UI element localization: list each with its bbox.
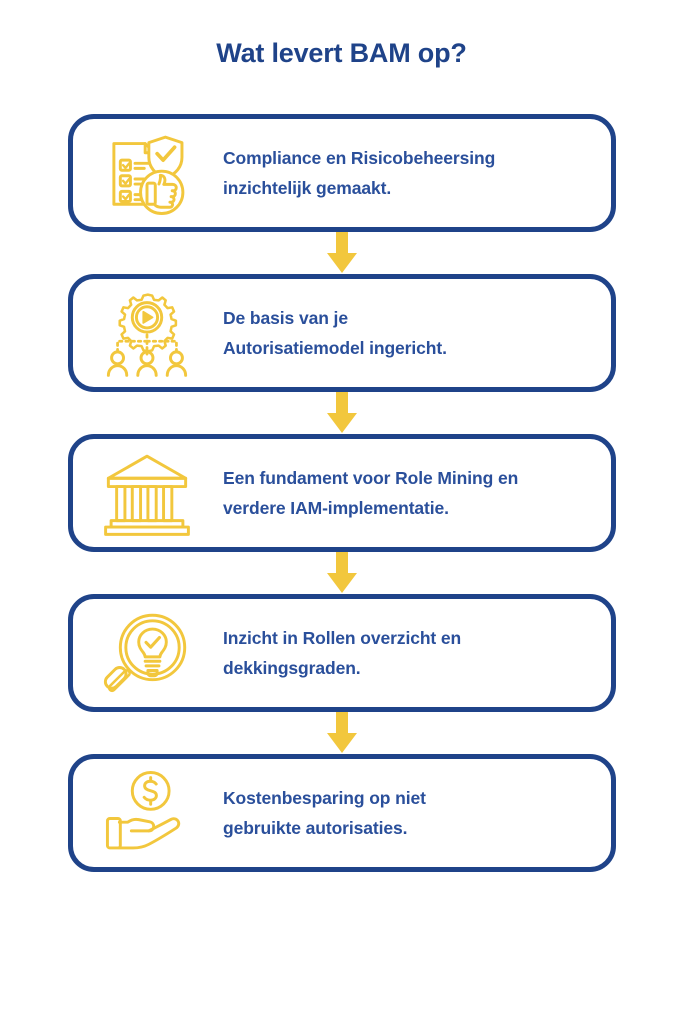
- benefit-card-5-text: Kostenbesparing op niet gebruikte autori…: [223, 783, 611, 843]
- benefit-card-2-text: De basis van je Autorisatiemodel ingeric…: [223, 303, 611, 363]
- benefit-card-5-line1: Kostenbesparing op niet: [223, 788, 426, 808]
- benefit-card-4-text: Inzicht in Rollen overzicht en dekkingsg…: [223, 623, 611, 683]
- benefit-card-5-line2: gebruikte autorisaties.: [223, 818, 408, 838]
- down-arrow-icon-3: [68, 552, 616, 594]
- benefit-card-3-line2: verdere IAM-implementatie.: [223, 498, 449, 518]
- benefit-card-4-line2: dekkingsgraden.: [223, 658, 361, 678]
- checklist-shield-thumbsup-icon: [99, 125, 195, 221]
- page-title: Wat levert BAM op?: [216, 38, 467, 68]
- down-arrow-icon: [327, 392, 357, 433]
- benefit-card-5[interactable]: Kostenbesparing op niet gebruikte autori…: [68, 754, 616, 872]
- benefit-card-2-line1: De basis van je: [223, 308, 348, 328]
- down-arrow-icon: [327, 712, 357, 753]
- down-arrow-icon-1: [68, 232, 616, 274]
- benefit-card-1-line1: Compliance en Risicobeheersing: [223, 148, 496, 168]
- benefit-card-1-text: Compliance en Risicobeheersing inzichtel…: [223, 143, 611, 203]
- benefits-flow-list: Compliance en Risicobeheersing inzichtel…: [68, 114, 616, 872]
- benefit-card-2[interactable]: De basis van je Autorisatiemodel ingeric…: [68, 274, 616, 392]
- benefit-card-3-line1: Een fundament voor Role Mining en: [223, 468, 519, 488]
- benefit-card-2-line2: Autorisatiemodel ingericht.: [223, 338, 447, 358]
- benefit-card-1-line2: inzichtelijk gemaakt.: [223, 178, 392, 198]
- benefit-card-4-line1: Inzicht in Rollen overzicht en: [223, 628, 462, 648]
- gear-users-network-icon: [99, 285, 195, 381]
- down-arrow-icon-4: [68, 712, 616, 754]
- benefit-card-1[interactable]: Compliance en Risicobeheersing inzichtel…: [68, 114, 616, 232]
- hand-coin-savings-icon: [99, 765, 195, 861]
- down-arrow-icon-2: [68, 392, 616, 434]
- benefit-card-4[interactable]: Inzicht in Rollen overzicht en dekkingsg…: [68, 594, 616, 712]
- benefit-card-3[interactable]: Een fundament voor Role Mining en verder…: [68, 434, 616, 552]
- classical-building-icon: [99, 445, 195, 541]
- down-arrow-icon: [327, 552, 357, 593]
- benefit-card-3-text: Een fundament voor Role Mining en verder…: [223, 463, 611, 523]
- magnifier-lightbulb-check-icon: [99, 605, 195, 701]
- down-arrow-icon: [327, 232, 357, 273]
